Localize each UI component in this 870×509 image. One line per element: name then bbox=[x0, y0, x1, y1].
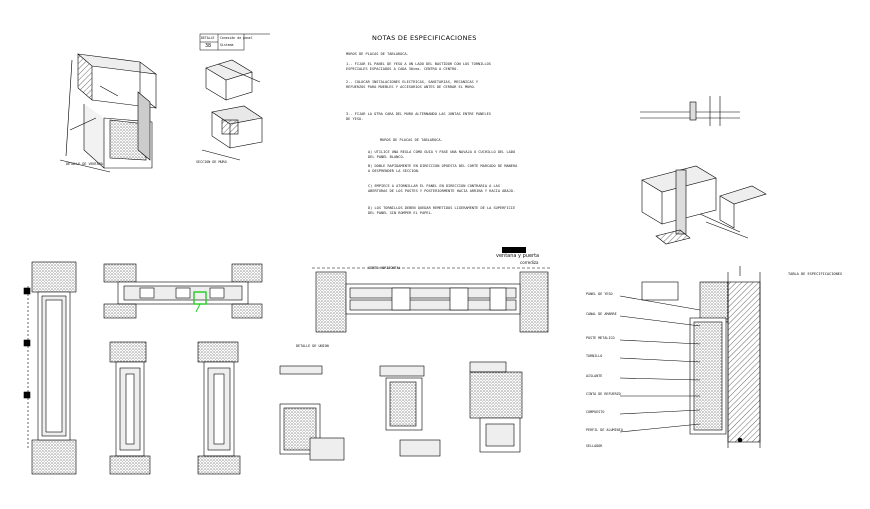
callout-1: CANAL DE AMARRE bbox=[586, 312, 617, 316]
joint-3d-detail bbox=[641, 165, 767, 245]
legend-sub: corrediza bbox=[520, 260, 539, 265]
callout-8: SELLADOR bbox=[586, 444, 603, 448]
callout-7: PERFIL DE ALUMINIO bbox=[586, 428, 623, 432]
detail-tag-desc: Conexión de panel bbox=[220, 36, 253, 40]
detail-tag-label: DETALLE bbox=[201, 36, 215, 40]
note-2: 2.- COLOCAR INSTALACIONES ELECTRICAS, SA… bbox=[346, 80, 481, 89]
detail-tag-number: 38 bbox=[205, 43, 212, 49]
note-0: MUROS DE PLACAS DE TABLAROCA. bbox=[346, 52, 409, 56]
note-7: C) EMPIECE A ATORNILLAR EL PANEL EN DIRE… bbox=[368, 184, 516, 193]
callout-6: COMPUESTO bbox=[586, 410, 605, 414]
vertical-section-pair bbox=[109, 341, 241, 475]
legend-bar bbox=[502, 247, 526, 253]
callout-0: PANEL DE YESO bbox=[586, 292, 613, 296]
note-6: B) DOBLE RAPIDAMENTE EN DIRECCION OPUEST… bbox=[368, 164, 520, 173]
section-label-0: SECCION DE MURO bbox=[196, 160, 227, 164]
note-4: MUROS DE PLACAS DE TABLAROCA. bbox=[380, 138, 443, 142]
top-right-section bbox=[640, 96, 740, 126]
callout-4: AISLANTE bbox=[586, 374, 603, 378]
detail-tag-sub: Sistema bbox=[220, 43, 234, 47]
connector-detail bbox=[201, 59, 263, 161]
section-label-3: DETALLE DE UNION bbox=[296, 344, 329, 348]
legend-label: ventana y puerta bbox=[496, 253, 540, 259]
note-8: D) LOS TORNILLOS DEBEN QUEDAR REMETIDOS … bbox=[368, 206, 518, 215]
small-sections-lower bbox=[279, 361, 523, 461]
note-5: A) UTILICE UNA REGLA COMO GUIA Y PASE UN… bbox=[368, 150, 518, 159]
note-1: 1.- FIJAR EL PANEL DE YESO A UN LADO DEL… bbox=[346, 62, 494, 71]
isometric-panel-detail bbox=[59, 53, 158, 173]
callout-3: TORNILLO bbox=[586, 354, 603, 358]
section-label-2: CORTE HORIZONTAL bbox=[368, 266, 401, 270]
sheet-title: NOTAS DE ESPECIFICACIONES bbox=[372, 34, 477, 42]
callout-5: CINTA DE REFUERZO bbox=[586, 392, 621, 396]
callout-2: POSTE METALICO bbox=[586, 336, 615, 340]
horizontal-section-long bbox=[312, 267, 552, 333]
detail-tag-box bbox=[199, 33, 270, 51]
window-plan-detail bbox=[103, 263, 263, 319]
right-table-title: TABLA DE ESPECIFICACIONES bbox=[788, 272, 843, 276]
wall-section-callouts bbox=[619, 266, 761, 448]
section-label-1: DETALLE DE VENTANA bbox=[66, 162, 103, 166]
vertical-section-left bbox=[23, 261, 77, 475]
note-3: 3.- FIJAR LA OTRA CARA DEL MURO ALTERNAN… bbox=[346, 112, 494, 121]
